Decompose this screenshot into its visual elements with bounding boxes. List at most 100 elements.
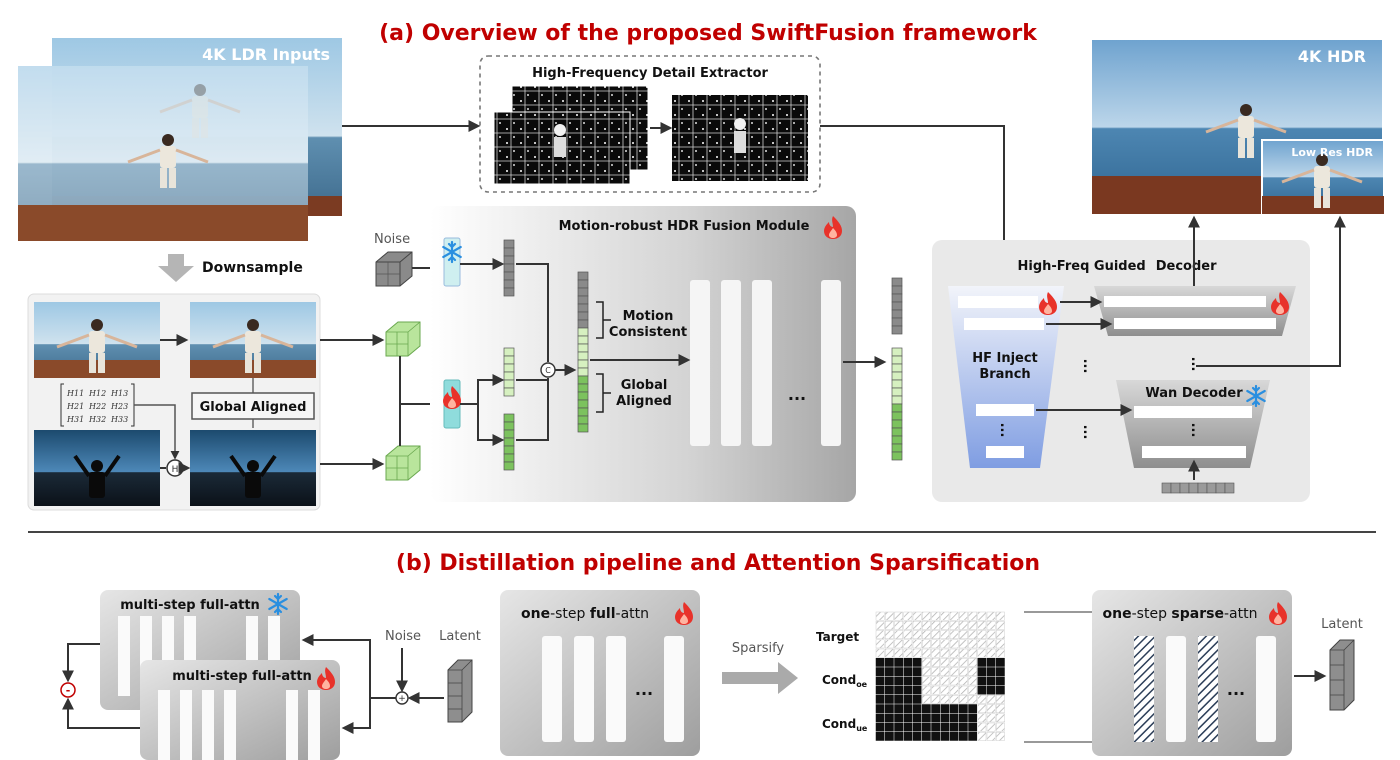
ellipsis: ... <box>997 423 1012 438</box>
concat-op: C <box>545 366 551 375</box>
mask-cell <box>931 713 940 723</box>
token-cell <box>891 293 903 303</box>
token-cell <box>891 277 903 287</box>
mask-cell <box>986 667 996 676</box>
mask-cell <box>922 676 931 686</box>
mask-cell <box>875 704 885 713</box>
mask-cell <box>894 676 903 686</box>
mask-cell <box>875 658 885 667</box>
mask-cell <box>940 630 950 639</box>
sparse-block <box>1166 636 1186 742</box>
mask-cell <box>986 611 996 621</box>
token-cell <box>577 279 589 289</box>
hdr-output: 4K HDR Low Res HDR <box>1092 40 1385 215</box>
mask-cell <box>977 658 987 667</box>
mask-cell <box>986 648 996 658</box>
mask-cell <box>986 713 996 723</box>
mask-cell <box>977 704 987 713</box>
mask-cell <box>968 695 977 704</box>
matrix-cell: H31 <box>66 415 84 424</box>
transformer-block <box>821 280 841 446</box>
mask-cell <box>931 685 940 695</box>
mask-cell <box>885 611 894 621</box>
mask-cell <box>931 667 940 676</box>
mask-cell <box>875 732 885 741</box>
mask-cell <box>986 639 996 649</box>
mask-cell <box>912 676 922 686</box>
mask-cell <box>959 648 968 658</box>
mask-cell <box>996 732 1005 741</box>
latent-cell <box>1197 482 1208 494</box>
mask-cell <box>996 704 1005 713</box>
mask-cell <box>977 611 987 621</box>
mask-cell <box>996 639 1005 649</box>
mask-cell <box>885 704 894 713</box>
mask-cell <box>977 648 987 658</box>
mask-cell <box>931 676 940 686</box>
mask-cell <box>903 704 913 713</box>
mask-cell <box>885 658 894 667</box>
global-alignment-panel: Global Aligned H11 H12 H13 H21 H22 H23 H… <box>27 293 321 511</box>
mask-cell <box>959 704 968 713</box>
mask-cell <box>885 630 894 639</box>
mask-cell <box>875 630 885 639</box>
mask-cell <box>903 658 913 667</box>
student-full-label: one-step full-attn <box>521 606 649 622</box>
mask-cell <box>922 685 931 695</box>
token-cell <box>577 343 589 353</box>
mask-cell <box>931 658 940 667</box>
token-cell <box>577 367 589 377</box>
mask-cell <box>885 685 894 695</box>
mask-cell <box>986 722 996 732</box>
mask-cell <box>885 713 894 723</box>
low-res-hdr-label: Low Res HDR <box>1291 146 1373 159</box>
mask-cell <box>922 658 931 667</box>
mask-cell <box>922 722 931 732</box>
mask-cell <box>996 611 1005 621</box>
mask-cell <box>894 713 903 723</box>
mask-cell <box>922 639 931 649</box>
token-cell <box>503 271 515 281</box>
mask-cell <box>894 648 903 658</box>
mask-cell <box>912 611 922 621</box>
hf-layer <box>986 446 1024 458</box>
mask-cell <box>977 722 987 732</box>
token-cell <box>503 279 515 289</box>
fusion-module-label: Motion-robust HDR Fusion Module <box>559 219 810 234</box>
latent-cell <box>1224 482 1235 494</box>
mask-cell <box>968 648 977 658</box>
mask-cell <box>986 676 996 686</box>
downsample-label: Downsample <box>202 260 303 276</box>
mask-cell <box>949 639 959 649</box>
hf-inject-branch <box>948 286 1064 468</box>
mask-cell <box>875 713 885 723</box>
token-cell <box>891 363 903 373</box>
token-cell <box>503 445 515 455</box>
global-aligned-label: Global Aligned <box>200 400 307 415</box>
mask-cell <box>922 611 931 621</box>
mask-cell <box>986 685 996 695</box>
mask-cell <box>968 685 977 695</box>
latent-cell <box>1179 482 1190 494</box>
token-cell <box>891 379 903 389</box>
mask-cell <box>940 621 950 630</box>
token-cell <box>891 285 903 295</box>
mask-cell <box>940 676 950 686</box>
latent-out-label: Latent <box>1321 617 1363 632</box>
mask-cell <box>959 658 968 667</box>
mask-cell <box>903 685 913 695</box>
homography-matrix: H11 H12 H13 H21 H22 H23 H31 H32 H33 <box>60 383 135 427</box>
mask-cell <box>885 621 894 630</box>
latent-cell <box>1170 482 1181 494</box>
mask-cell <box>903 722 913 732</box>
token-cell <box>503 355 515 365</box>
mask-cell <box>931 704 940 713</box>
ellipsis: ... <box>1080 425 1095 440</box>
fusion-module-bg <box>430 206 856 502</box>
mask-cell <box>968 713 977 723</box>
mask-cell <box>875 695 885 704</box>
mask-cell <box>986 658 996 667</box>
mask-cell <box>940 648 950 658</box>
mask-cell <box>996 621 1005 630</box>
mask-cell <box>912 722 922 732</box>
